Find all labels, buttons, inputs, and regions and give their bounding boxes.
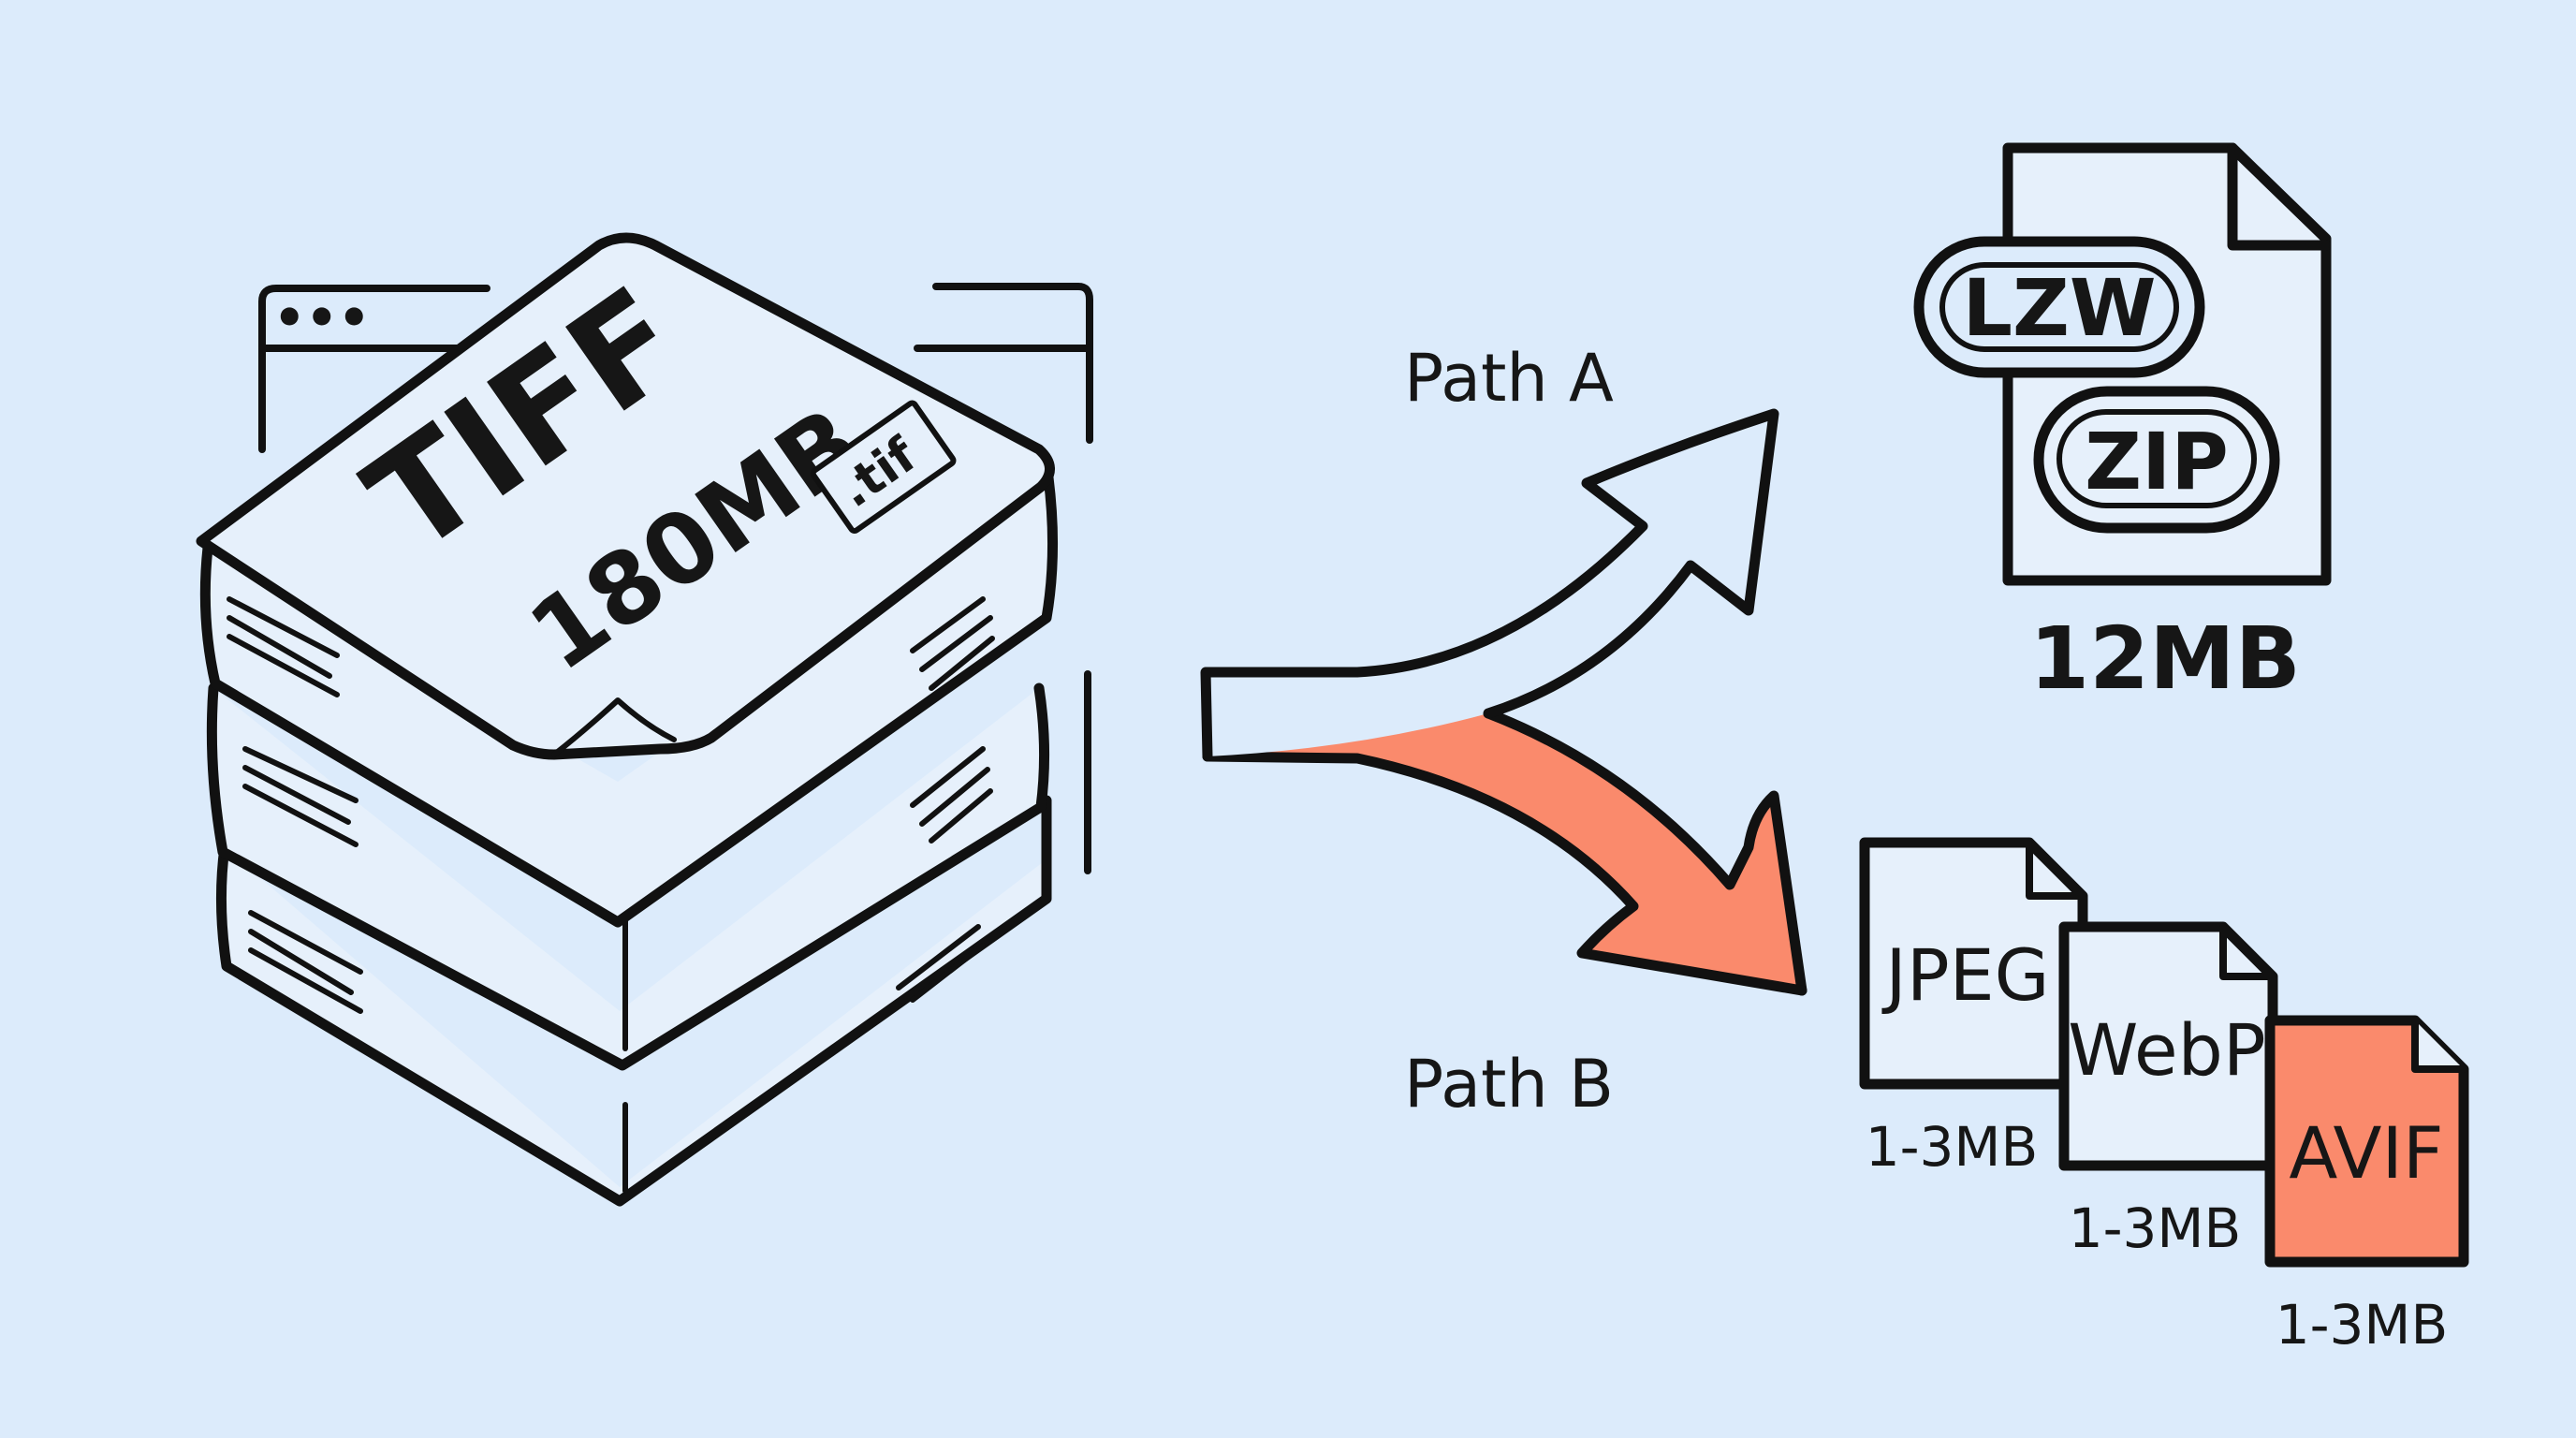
avif-file-card: AVIF 1-3MB bbox=[2264, 1015, 2469, 1357]
stack-layer-bottom bbox=[215, 795, 1052, 1207]
lzw-label: LZW bbox=[1962, 262, 2156, 354]
jpeg-file-card: JPEG 1-3MB bbox=[1859, 837, 2088, 1179]
zip-badge: ZIP bbox=[2033, 386, 2280, 534]
path-b-label: Path B bbox=[1404, 1046, 1614, 1123]
window-dots-icon: ••• bbox=[273, 288, 371, 347]
stack-layer-top bbox=[199, 472, 1059, 928]
path-a-arrow bbox=[1208, 414, 1774, 756]
path-a-label: Path A bbox=[1404, 340, 1614, 417]
path-a-output: LZW ZIP 12MB bbox=[1913, 142, 2332, 709]
webp-format-label: WebP bbox=[2068, 1008, 2266, 1092]
stack-layer-middle bbox=[206, 682, 1050, 1071]
path-b-arrow bbox=[1208, 713, 1802, 990]
webp-size-label: 1-3MB bbox=[2069, 1196, 2242, 1260]
webp-file-card: WebP 1-3MB bbox=[2058, 921, 2278, 1260]
lzw-badge: LZW bbox=[1913, 236, 2205, 378]
path-b-output: JPEG 1-3MB WebP 1-3MB AVIF 1-3MB bbox=[1859, 837, 2469, 1357]
zip-label: ZIP bbox=[2085, 416, 2229, 507]
split-arrow: Path A Path B bbox=[1200, 340, 1808, 1123]
browser-window-frame: ••• bbox=[258, 283, 1093, 874]
avif-size-label: 1-3MB bbox=[2276, 1293, 2449, 1357]
avif-format-label: AVIF bbox=[2289, 1111, 2443, 1195]
jpeg-size-label: 1-3MB bbox=[1866, 1115, 2039, 1179]
path-a-size-label: 12MB bbox=[2029, 609, 2301, 709]
tiff-file-top-face: TIFF 180MB .tif bbox=[196, 232, 1055, 760]
tiff-file-stack: ••• bbox=[196, 232, 1093, 1207]
jpeg-format-label: JPEG bbox=[1881, 933, 2049, 1017]
